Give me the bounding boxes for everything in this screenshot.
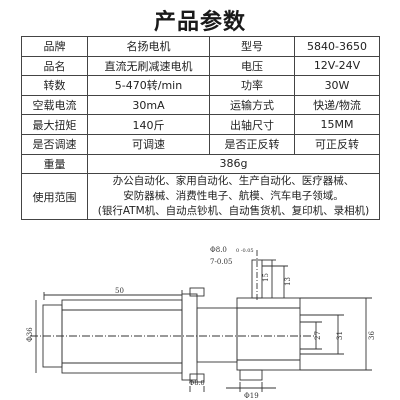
row-label: 是否调速: [21, 133, 88, 155]
dim-13: 13: [284, 277, 292, 286]
row-label: 电压: [209, 55, 295, 77]
row-value: 可调速: [87, 133, 210, 155]
table-row: 品名 直流无刷减速电机 电压 12V-24V: [21, 55, 380, 77]
row-label: 型号: [209, 36, 295, 57]
table-row: 空载电流 30mA 运输方式 快递/物流: [21, 94, 380, 116]
dim-15: 15: [262, 273, 270, 282]
usage-line: 办公自动化、家用自动化、生产自动化、医疗器械、: [112, 175, 355, 188]
row-value: 名扬电机: [87, 36, 210, 57]
dim-length-50: 50: [115, 287, 124, 295]
mounting-flange: [181, 293, 198, 381]
row-value: 5840-3650: [294, 36, 380, 57]
dim-27: 27: [314, 331, 322, 340]
motor-body: [61, 299, 183, 374]
row-label: 转数: [21, 75, 88, 96]
screw-top: [189, 287, 205, 297]
row-value: 30mA: [87, 94, 210, 116]
spec-table: 品牌 名扬电机 型号 5840-3650 品名 直流无刷减速电机 电压 12V-…: [21, 36, 380, 221]
usage-line: 安防器械、消费性电子、航模、汽车电子领域。: [123, 190, 344, 203]
gearbox-housing: [236, 297, 301, 371]
row-label: 品牌: [21, 36, 88, 57]
row-value: 可正反转: [294, 133, 380, 155]
gearbox: [196, 307, 238, 363]
row-label: 品名: [21, 55, 88, 77]
row-value: 15MM: [294, 114, 380, 135]
usage-line: (银行ATM机、自动点钞机、自动售货机、复印机、录相机): [97, 205, 370, 218]
usage-row: 使用范围 办公自动化、家用自动化、生产自动化、医疗器械、 安防器械、消费性电子、…: [21, 173, 380, 221]
dim-shaft-diameter: Φ8.0: [210, 246, 227, 254]
weight-label: 重量: [21, 153, 88, 175]
table-row: 品牌 名扬电机 型号 5840-3650: [21, 36, 380, 57]
usage-label: 使用范围: [21, 173, 88, 221]
row-label: 功率: [209, 75, 295, 96]
dim-screw-diameter: Φ8.0: [189, 379, 205, 387]
row-value: 140斤: [87, 114, 210, 135]
row-label: 运输方式: [209, 94, 295, 116]
bottom-boss: [239, 369, 263, 381]
page-title: 产品参数: [153, 10, 246, 35]
row-value: 30W: [294, 75, 380, 96]
dim-boss-diameter: Φ19: [244, 392, 259, 400]
row-label: 出轴尺寸: [209, 114, 295, 135]
dim-31: 31: [336, 331, 344, 340]
row-value: 直流无刷减速电机: [87, 55, 210, 77]
dim-shaft-tolerance: 0 -0.05: [236, 248, 254, 254]
table-row: 最大扭矩 140斤 出轴尺寸 15MM: [21, 114, 380, 135]
row-value: 5-470转/min: [87, 75, 210, 96]
row-label: 空载电流: [21, 94, 88, 116]
screw-bottom: [189, 373, 205, 383]
dim-36: 36: [368, 331, 376, 340]
row-value: 12V-24V: [294, 55, 380, 77]
usage-text: 办公自动化、家用自动化、生产自动化、医疗器械、 安防器械、消费性电子、航模、汽车…: [87, 173, 380, 221]
weight-row: 重量 386g: [21, 153, 380, 175]
table-row: 是否调速 可调速 是否正反转 可正反转: [21, 133, 380, 155]
dimension-drawing: Φ8.0 0 -0.05 7-0.05 15 13 50 Φ36 27 31 3…: [26, 246, 376, 400]
row-value: 快递/物流: [294, 94, 380, 116]
dim-key: 7-0.05: [210, 258, 232, 266]
row-label: 是否正反转: [209, 133, 295, 155]
weight-value: 386g: [87, 153, 380, 175]
row-label: 最大扭矩: [21, 114, 88, 135]
table-row: 转数 5-470转/min 功率 30W: [21, 75, 380, 96]
dim-diameter-36: Φ36: [26, 327, 34, 342]
